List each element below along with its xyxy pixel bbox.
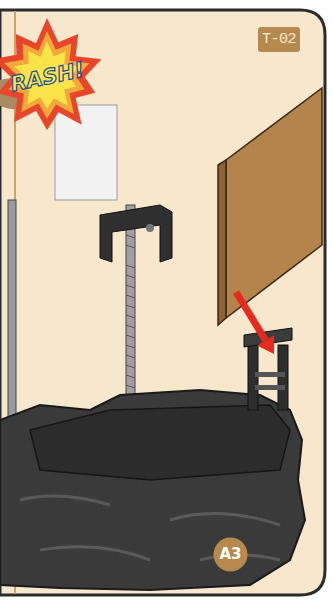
illustration-part (126, 235, 135, 238)
burst-middle (4, 31, 89, 118)
illustration-part (100, 205, 172, 262)
illustration-part (126, 335, 135, 338)
part-code: T-02 (262, 32, 296, 47)
step-circle-fill (214, 538, 248, 572)
illustration-part (0, 10, 325, 595)
illustration-part (278, 345, 288, 410)
illustration-part (126, 325, 135, 328)
illustration-part (126, 265, 135, 268)
step-number-text: A3 (219, 547, 241, 562)
illustration-part (218, 160, 226, 325)
illustration-part (126, 305, 135, 308)
illustration-part (126, 345, 135, 348)
illustration-part (55, 105, 117, 200)
illustration-part (146, 224, 154, 232)
illustration-part (226, 88, 322, 318)
illustration-part (126, 285, 135, 288)
illustration-part (126, 275, 135, 278)
illustration-part (126, 295, 135, 298)
illustration-part (126, 385, 135, 388)
illustration-part (126, 245, 135, 248)
illustration-part (255, 385, 285, 390)
illustration-part (0, 390, 305, 590)
burst-outer (0, 18, 101, 130)
sound-effect-burst: RASH! (0, 18, 106, 136)
illustration-part (126, 365, 135, 368)
step-number: A3 (213, 537, 248, 572)
illustration-part (126, 355, 135, 358)
step-tag: T-02 (258, 27, 300, 52)
illustration-part (257, 335, 274, 354)
illustration-part (30, 405, 290, 480)
illustration-part (126, 375, 135, 378)
illustration-part (126, 215, 135, 418)
illustration-part (236, 292, 266, 340)
illustration-part (255, 372, 285, 377)
illustration-part (126, 315, 135, 318)
